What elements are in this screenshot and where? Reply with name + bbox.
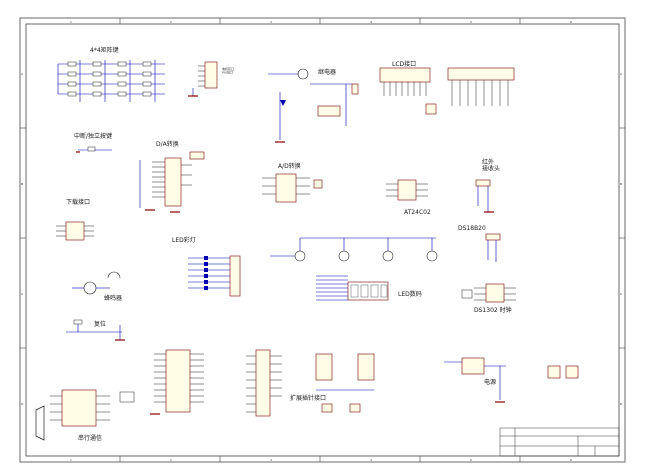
serial-label: 串行通信 [78, 434, 102, 442]
mcu-chip [150, 349, 204, 415]
border-number-1: 1 [70, 20, 72, 24]
interrupt-buttons [76, 146, 112, 153]
inner-frame [25, 23, 620, 457]
border-ticks [20, 18, 625, 462]
keypad-matrix [57, 60, 165, 102]
interrupt-label: 中断/独立按键 [74, 132, 112, 140]
border-number-4: 4 [370, 20, 372, 24]
lcd-label: LCD接口 [392, 60, 416, 68]
border-letter-b: B [21, 182, 23, 186]
ir-receiver [475, 179, 494, 213]
reset-label: 复位 [94, 320, 106, 328]
border-number-2-bottom: 2 [170, 458, 172, 462]
keypad-label: 4*4矩阵键 [90, 46, 119, 54]
border-number-1-bottom: 1 [70, 458, 72, 462]
buzzer-label: 蜂鸣器 [104, 294, 122, 302]
motor-pio-connector [188, 61, 218, 97]
border-letter-c: C [21, 292, 23, 296]
digit-transistors [270, 237, 438, 262]
border-letters: A B C D A B C D 1 2 3 4 5 6 1 2 3 4 5 6 [21, 20, 623, 462]
at24c02-label: AT24C02 [404, 209, 431, 216]
border-number-6-bottom: 6 [570, 458, 572, 462]
expansion-label: 扩展插针接口 [290, 394, 326, 402]
led-lights-label: LED彩灯 [172, 236, 196, 244]
serial-circuit [35, 389, 135, 441]
power-circuit [444, 357, 579, 403]
power-label: 电源 [484, 378, 496, 386]
buzzer-circuit [72, 271, 121, 295]
border-number-2: 2 [170, 20, 172, 24]
border-number-3-bottom: 3 [270, 458, 272, 462]
outer-frame [19, 17, 626, 463]
expansion-headers [246, 349, 375, 417]
border-letter-a: A [21, 72, 24, 76]
led-digits-label: LED数码 [398, 290, 422, 298]
ir-label: 红外接收头 [482, 158, 500, 173]
da-converter [139, 151, 205, 213]
da-label: D/A转换 [156, 140, 179, 148]
relay-circuit [268, 68, 359, 143]
border-letter-d-right: D [620, 402, 623, 406]
ds1302-label: DS1302 时钟 [474, 306, 512, 314]
border-letter-d: D [21, 402, 24, 406]
rtc-chip [461, 283, 516, 303]
eeprom-chip [386, 179, 428, 201]
relay-label: 继电器 [318, 68, 336, 76]
border-number-5-bottom: 5 [470, 458, 472, 462]
title-block [499, 427, 620, 457]
temp-sensor [485, 233, 501, 262]
border-number-5: 5 [470, 20, 472, 24]
download-port [56, 221, 94, 241]
border-number-3: 3 [270, 20, 272, 24]
seven-segment-display [316, 275, 389, 301]
download-label: 下载接口 [66, 198, 90, 206]
border-letter-c-right: C [620, 292, 622, 296]
ad-converter [262, 173, 323, 203]
led-lights [188, 255, 241, 297]
border-letter-a-right: A [620, 72, 623, 76]
reset-circuit [66, 319, 125, 341]
lcd-connectors [379, 67, 515, 115]
border-number-4-bottom: 4 [370, 458, 372, 462]
border-letter-b-right: B [620, 182, 622, 186]
ds18b20-label: DS18B20 [458, 225, 486, 232]
ad-label: A/D转换 [278, 162, 301, 170]
border-number-6: 6 [570, 20, 572, 24]
